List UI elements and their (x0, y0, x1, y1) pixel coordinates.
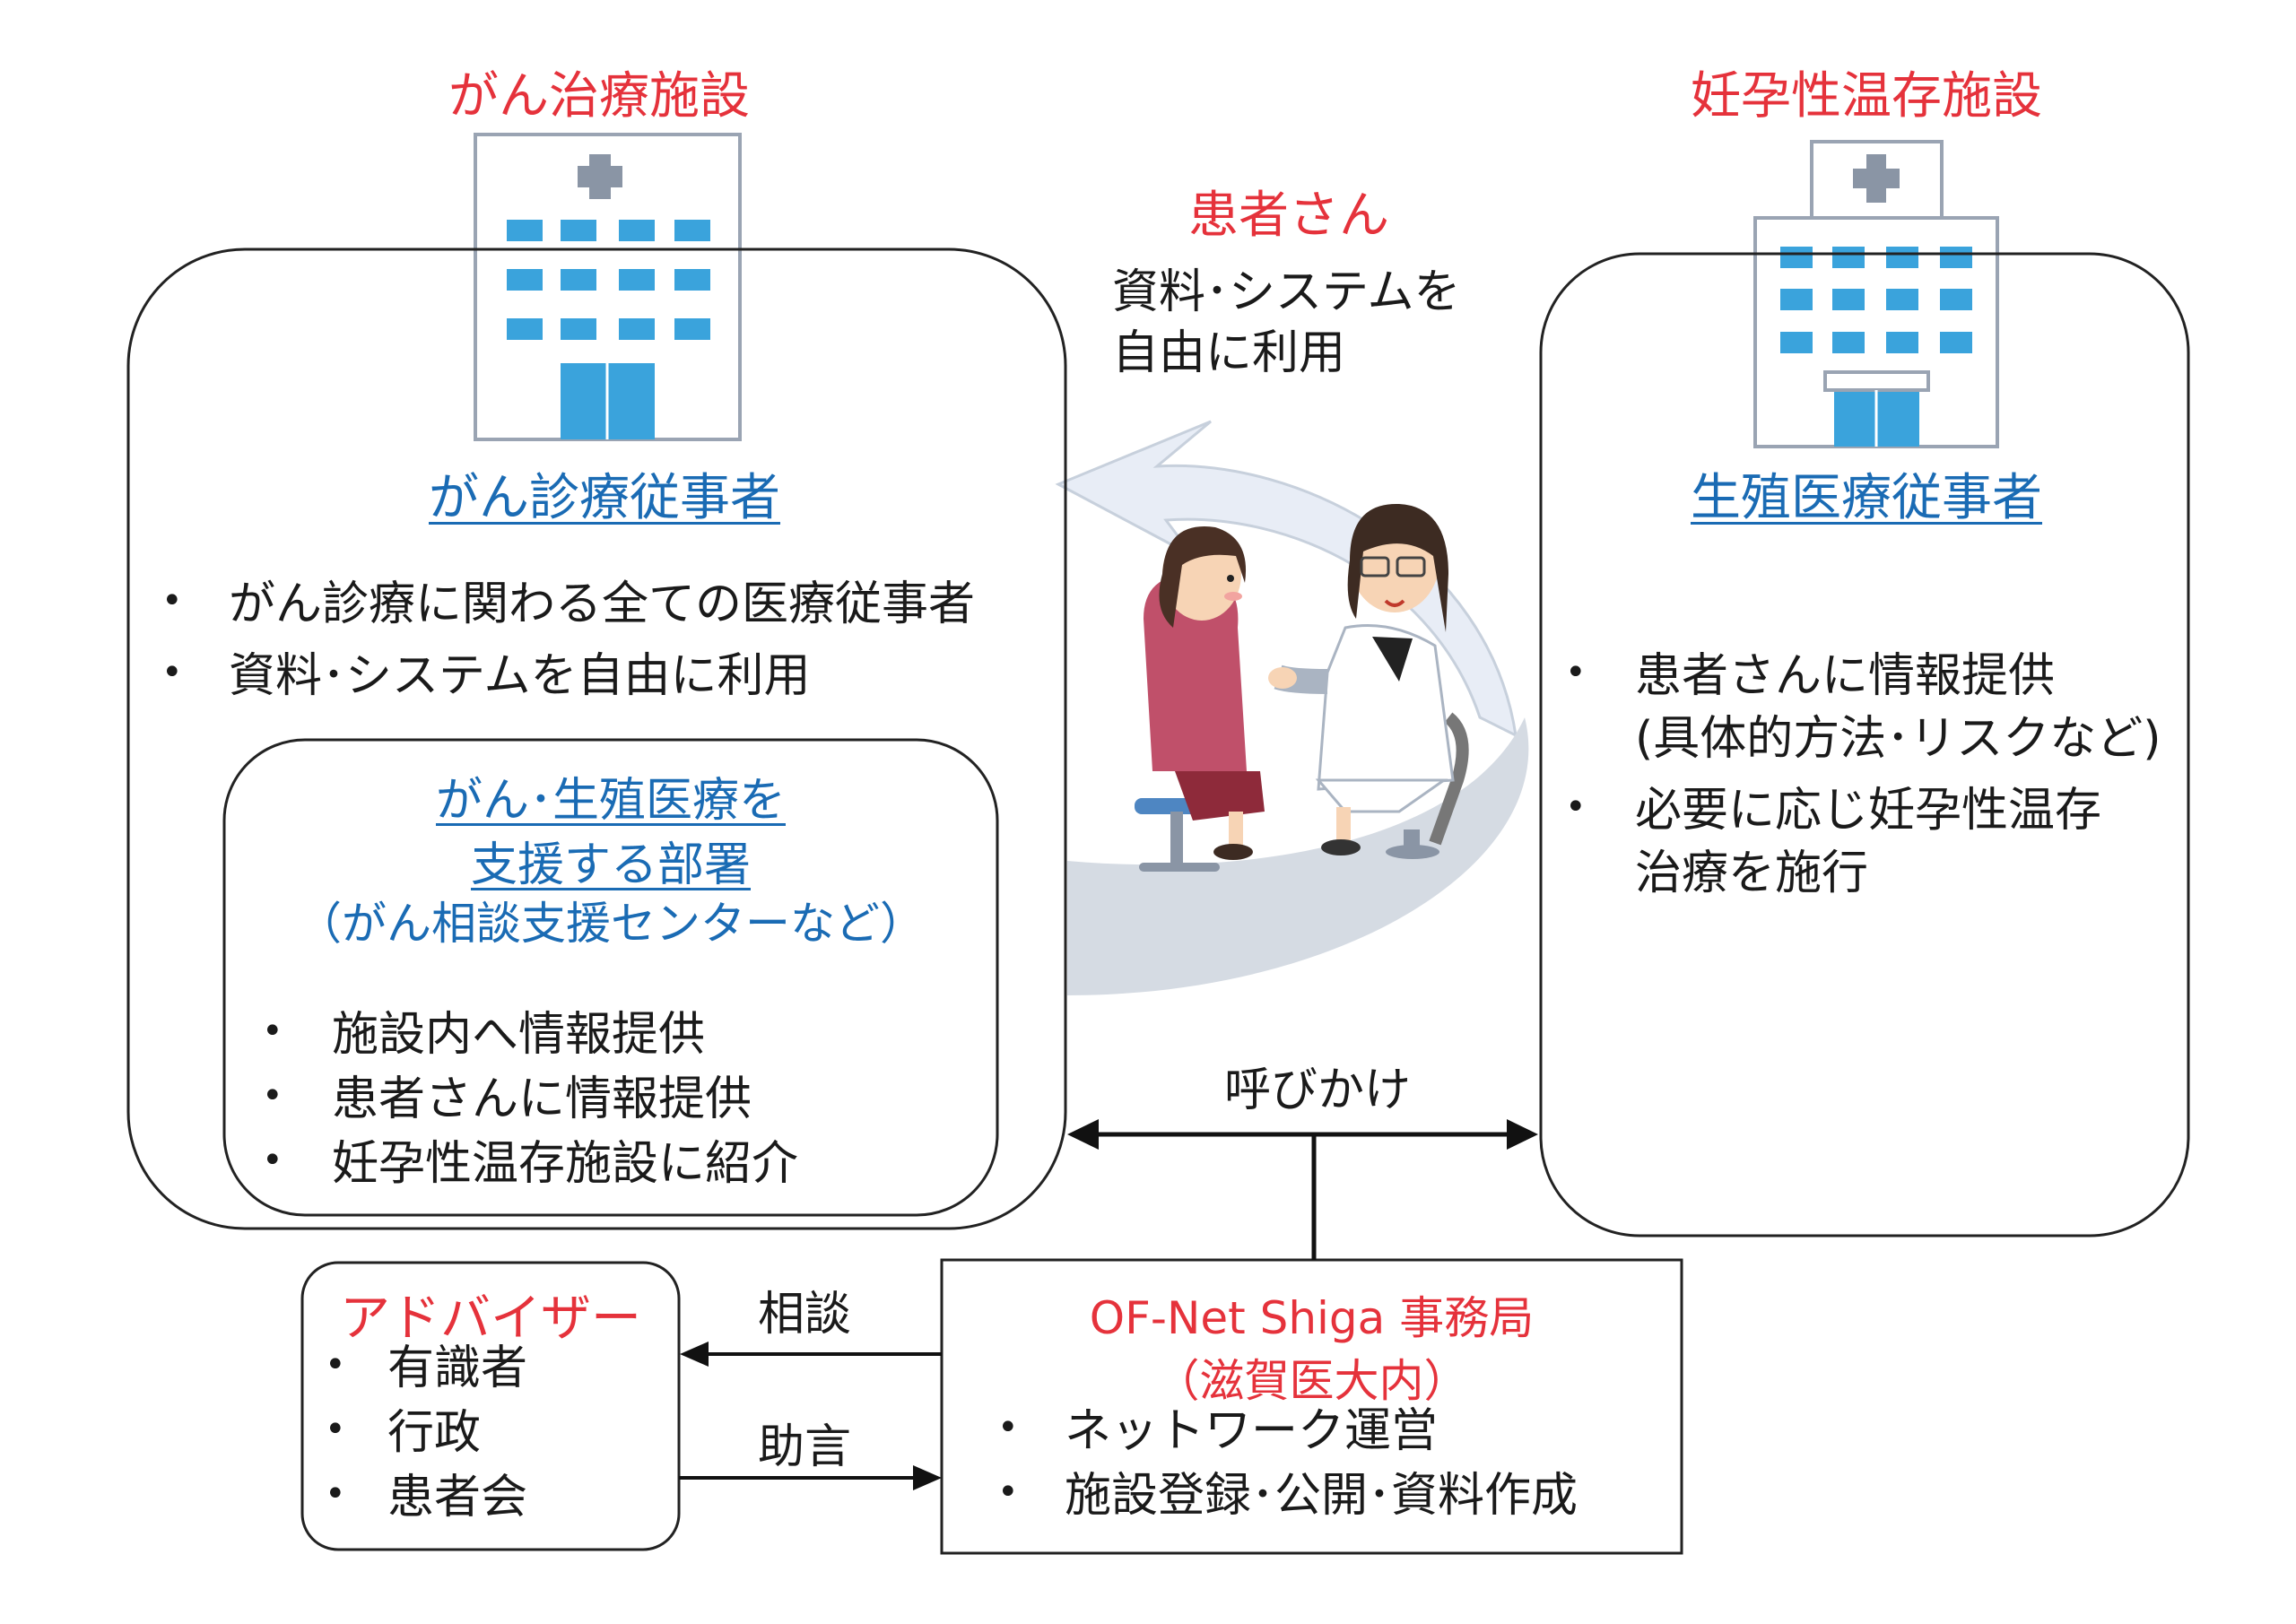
double-arrow-icon (1067, 1119, 1538, 1260)
arrow-right-icon (679, 1465, 942, 1490)
reproductive-staff-label: 生殖医療従事者 (1691, 469, 2042, 527)
bullet-text: 必要に応じ妊孕性温存 (1635, 784, 2102, 838)
bullet-text: (具体的方法･リスクなど) (1635, 712, 2161, 766)
bullet-text: 患者さんに情報提供 (1635, 649, 2056, 703)
bullet-text: 施設登録･公開･資料作成 (1065, 1469, 1578, 1523)
bullet-text: 治療を施行 (1635, 847, 1869, 900)
bullet-text: 行政 (387, 1406, 482, 1460)
patient-note-1: 資料･システムを (1112, 265, 1461, 319)
bullet-text: 有識者 (387, 1342, 528, 1395)
patient-title: 患者さん (1188, 187, 1389, 245)
adviser-box (300, 1261, 681, 1551)
bullet: • (997, 1407, 1019, 1448)
bullet-text: 患者さんに情報提供 (332, 1073, 752, 1126)
patient-note-2: 自由に利用 (1112, 326, 1346, 380)
bullet: • (997, 1472, 1019, 1513)
office-title: OF-Net Shiga 事務局 (1089, 1292, 1535, 1344)
office-location: （滋賀医大内） (1154, 1355, 1469, 1407)
advice-label: 助言 (758, 1420, 852, 1474)
bullet-text: 施設内へ情報提供 (332, 1008, 706, 1062)
fertility-facility-box (1539, 252, 2190, 1238)
patient-figure-icon (1135, 526, 1265, 872)
bullet-text: ネットワーク運営 (1065, 1404, 1439, 1458)
bullet: • (325, 1344, 346, 1385)
arrow-left-icon (680, 1342, 942, 1367)
consult-label: 相談 (758, 1288, 852, 1342)
bullet: • (325, 1409, 346, 1450)
support-dept-example: （がん相談支援センターなど） (297, 898, 925, 950)
bullet: • (161, 652, 183, 693)
support-dept-title-1: がん･生殖医療を (435, 774, 786, 828)
support-dept-title-2: 支援する部署 (470, 838, 751, 892)
doctor-figure-icon (1268, 503, 1469, 859)
support-dept-box (222, 738, 999, 1217)
cancer-facility-title: がん治療施設 (448, 67, 750, 126)
cancer-facility-box (126, 248, 1067, 1230)
bullet-text: 患者会 (387, 1471, 528, 1524)
hospital-building-icon (474, 133, 742, 441)
adviser-title: アドバイザー (340, 1290, 641, 1348)
bullet: • (1565, 652, 1587, 693)
bullet: • (325, 1473, 346, 1515)
fertility-facility-title: 妊孕性温存施設 (1691, 67, 2042, 126)
bullet: • (262, 1140, 283, 1181)
bullet: • (161, 580, 183, 621)
bullet-text: 妊孕性温存施設に紹介 (332, 1137, 799, 1191)
bullet-text: がん診療に関わる全ての医療従事者 (229, 578, 976, 631)
bullet: • (262, 1075, 283, 1116)
cancer-staff-label: がん診療従事者 (429, 469, 780, 527)
call-label: 呼びかけ (1224, 1064, 1412, 1117)
bullet: • (1565, 786, 1587, 828)
hospital-building-icon (1753, 140, 1999, 448)
circular-arrow-icon (1055, 420, 1529, 995)
bullet-text: 資料･システムを自由に利用 (229, 649, 811, 703)
bullet: • (262, 1011, 283, 1052)
